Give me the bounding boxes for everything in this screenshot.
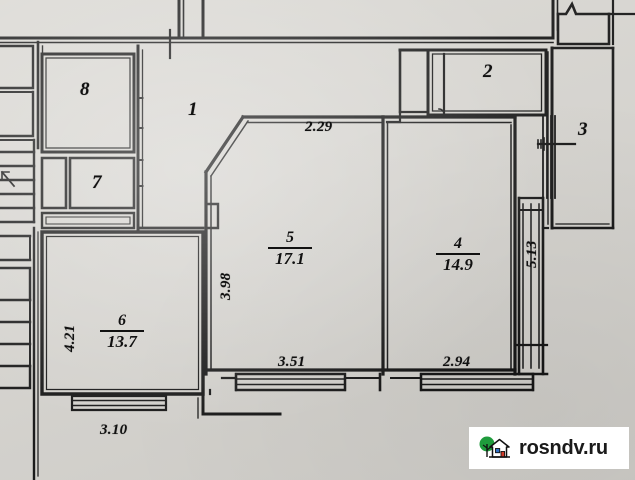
dimension-5-13: 5.13 xyxy=(524,240,540,268)
wall-group-bottom xyxy=(197,372,535,419)
room-6-number: 6 xyxy=(118,312,126,329)
room-label-6: 6 13.7 xyxy=(100,312,144,352)
loggia-walls xyxy=(513,196,550,376)
room-2-walls xyxy=(398,48,548,117)
dimension-3-98: 3.98 xyxy=(218,272,234,300)
room-4-divider xyxy=(436,253,480,256)
room-label-2: 2 xyxy=(483,61,493,82)
house-and-tree-icon xyxy=(478,434,512,462)
dimension-2-94: 2.94 xyxy=(443,354,471,370)
room-label-4: 4 14.9 xyxy=(436,235,480,275)
dimension-3-10: 3.10 xyxy=(100,422,128,438)
room-5-number: 5 xyxy=(286,229,294,246)
room-label-5: 5 17.1 xyxy=(268,229,312,269)
dimension-2-29: 2.29 xyxy=(305,119,333,135)
room-5-divider xyxy=(268,247,312,250)
room-5-walls xyxy=(203,114,389,392)
room-label-7: 7 xyxy=(92,172,102,193)
dimension-4-21: 4.21 xyxy=(62,324,78,352)
room-4-number: 4 xyxy=(454,235,462,252)
room-label-8: 8 xyxy=(80,79,90,100)
room-label-3: 3 xyxy=(578,119,588,140)
room-6-area: 13.7 xyxy=(107,332,137,352)
room-1-walls xyxy=(136,44,205,234)
room-4-walls xyxy=(381,110,535,392)
room-4-area: 14.9 xyxy=(443,255,473,275)
dimension-3-51: 3.51 xyxy=(278,354,306,370)
wall-group-structural xyxy=(0,0,635,60)
room-3-walls xyxy=(536,46,615,230)
room-5-area: 17.1 xyxy=(275,249,305,269)
room-label-1: 1 xyxy=(188,99,198,120)
watermark-text: rosndv.ru xyxy=(519,436,608,459)
room-6-divider xyxy=(100,330,144,333)
watermark-rosndv[interactable]: rosndv.ru xyxy=(469,427,629,469)
wall-group-left xyxy=(0,37,136,480)
